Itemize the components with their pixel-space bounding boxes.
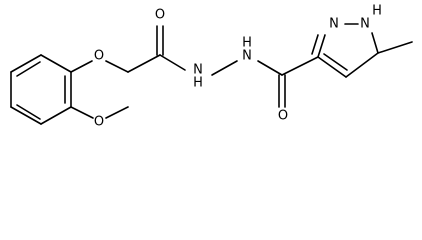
pyrazole-nh-n-label: N	[360, 17, 370, 32]
nh-left-n-label: N	[193, 63, 203, 78]
bond-carbonyl-to-nh	[159, 54, 186, 71]
left-carbonyl-double-bond	[156, 25, 164, 56]
bond-methoxy-oxygen-to-methyl	[105, 106, 129, 119]
right-carbonyl-oxygen-label: O	[278, 109, 288, 124]
pyrazole-ring	[311, 23, 379, 78]
nh-right-h-label: H	[242, 36, 252, 51]
bond-ether-oxygen-to-ch2	[105, 60, 129, 73]
right-carbonyl-double-bond	[278, 74, 286, 108]
benzene-ring	[10, 54, 72, 125]
bond-carbonyl-to-pyrazole	[281, 56, 319, 76]
molecule-structure-diagram: O O O O N H N H N N H	[10, 4, 413, 130]
bond-ring-to-ether-oxygen	[70, 60, 93, 73]
bond-ring-to-methoxy-oxygen	[70, 106, 94, 119]
pyrazole-n-label: N	[329, 17, 339, 32]
nh-left-h-label: H	[193, 76, 203, 91]
bond-ch2-to-carbonyl	[127, 54, 161, 73]
methoxy-oxygen-label: O	[94, 115, 104, 130]
left-carbonyl-oxygen-label: O	[155, 8, 165, 23]
ether-oxygen-label: O	[94, 49, 104, 64]
pyrazole-nh-h-label: H	[372, 4, 382, 19]
bond-methyl	[377, 41, 413, 54]
bond-nh-to-right-carbonyl	[257, 60, 283, 76]
nh-right-n-label: N	[242, 49, 252, 64]
bond-n-n	[211, 60, 238, 76]
